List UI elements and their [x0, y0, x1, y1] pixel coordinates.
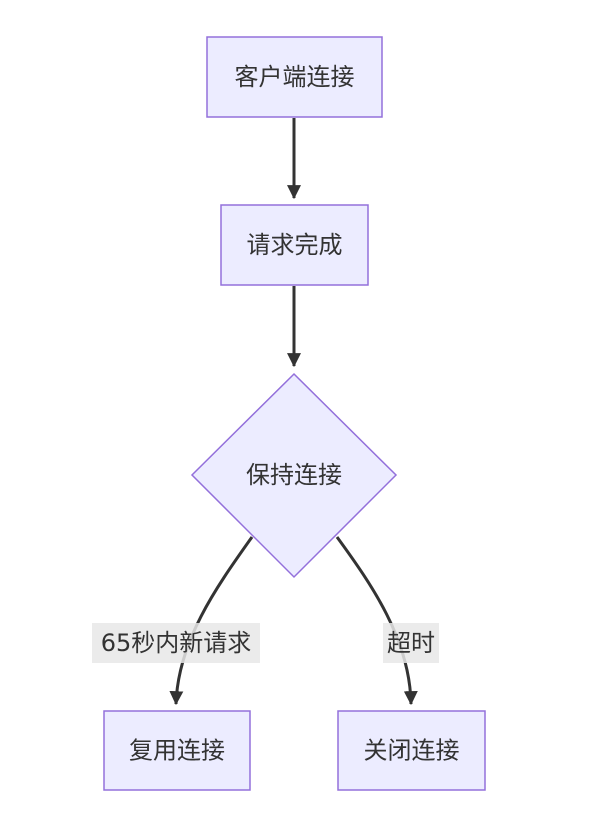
node-close-label: 关闭连接	[364, 737, 460, 765]
node-keep-alive: 保持连接	[190, 372, 398, 579]
edge-label-reuse-text: 65秒内新请求	[101, 629, 252, 657]
node-request-done-label: 请求完成	[247, 231, 343, 259]
edge-label-close: 超时	[383, 623, 439, 663]
edge-label-close-text: 超时	[387, 629, 435, 657]
node-reuse-label: 复用连接	[129, 737, 225, 765]
node-request-done: 请求完成	[220, 204, 369, 286]
node-keep-alive-label: 保持连接	[246, 461, 342, 489]
node-close: 关闭连接	[337, 710, 486, 791]
edge-keepalive-to-reuse	[169, 536, 254, 706]
node-client-connect-label: 客户端连接	[235, 63, 355, 91]
node-reuse: 复用连接	[103, 710, 251, 791]
edge-keepalive-to-close	[335, 536, 418, 706]
edge-label-reuse: 65秒内新请求	[92, 623, 260, 663]
edges	[169, 118, 418, 706]
node-client-connect: 客户端连接	[206, 36, 383, 118]
